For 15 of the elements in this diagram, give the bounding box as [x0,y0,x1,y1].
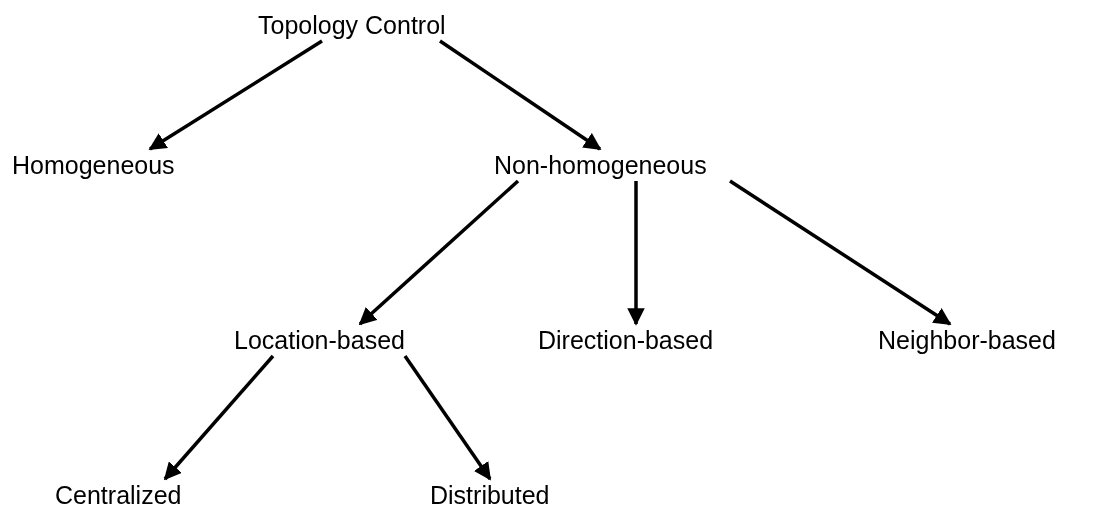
node-label: Neighbor-based [878,326,1056,354]
node-label: Direction-based [538,326,714,354]
node-label: Distributed [430,481,550,509]
arrow [358,179,520,326]
arrow [403,355,492,481]
node-label: Homogeneous [12,151,175,179]
arrow [148,39,323,151]
node-label: Centralized [55,481,182,509]
node-label: Topology Control [258,11,446,39]
arrow [627,181,645,326]
arrow [729,179,952,326]
arrow [163,354,275,481]
arrow [439,39,602,151]
node-label: Location-based [234,326,405,354]
node-label: Non-homogeneous [494,151,707,179]
